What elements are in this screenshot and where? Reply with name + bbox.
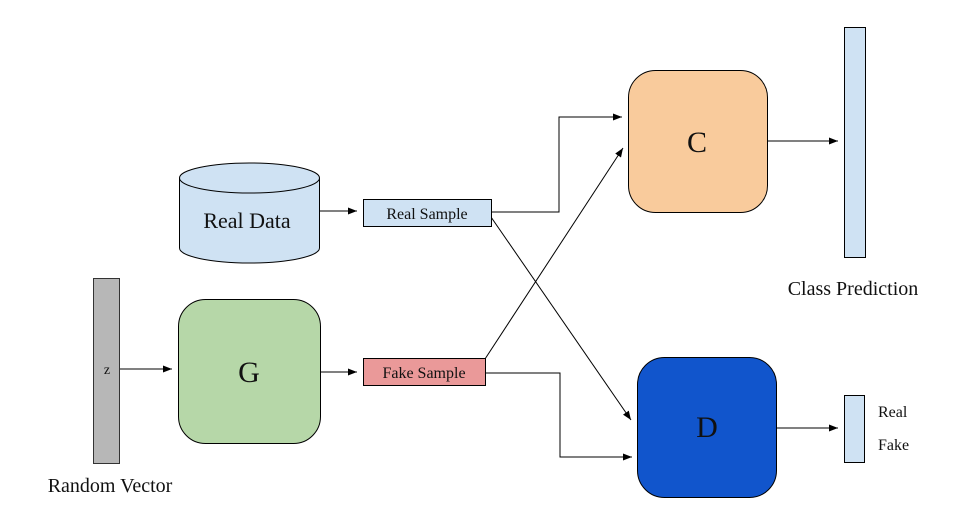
classifier-label: C	[687, 126, 707, 159]
real-sample-label: Real Sample	[386, 206, 467, 223]
arrow-real-sample-to-discriminator	[490, 216, 632, 421]
random-vector-z-label: z	[104, 363, 110, 378]
real-data-cylinder-body	[179, 177, 320, 264]
discriminator-output-fake-label: Fake	[878, 437, 909, 454]
random-vector-caption: Random Vector	[48, 475, 173, 497]
generator-label: G	[238, 356, 260, 389]
generator-box	[178, 299, 321, 444]
fake-sample-box	[363, 358, 486, 386]
fake-sample-label: Fake Sample	[382, 365, 465, 382]
discriminator-box	[637, 357, 777, 498]
real-sample-box	[363, 199, 492, 227]
arrow-fake-sample-to-classifier	[484, 147, 624, 360]
classifier-box	[628, 70, 768, 213]
class-prediction-caption: Class Prediction	[788, 278, 919, 300]
real-data-label: Real Data	[203, 208, 291, 233]
class-prediction-bar	[844, 27, 866, 258]
discriminator-label: D	[696, 411, 718, 444]
discriminator-output-real-label: Real	[878, 404, 908, 421]
arrow-fake-sample-to-discriminator	[485, 372, 632, 461]
real-data-cylinder-top	[179, 162, 320, 194]
random-vector-bar	[93, 278, 120, 464]
arrow-real-sample-to-classifier	[491, 113, 622, 213]
discriminator-output-bar	[844, 395, 865, 463]
